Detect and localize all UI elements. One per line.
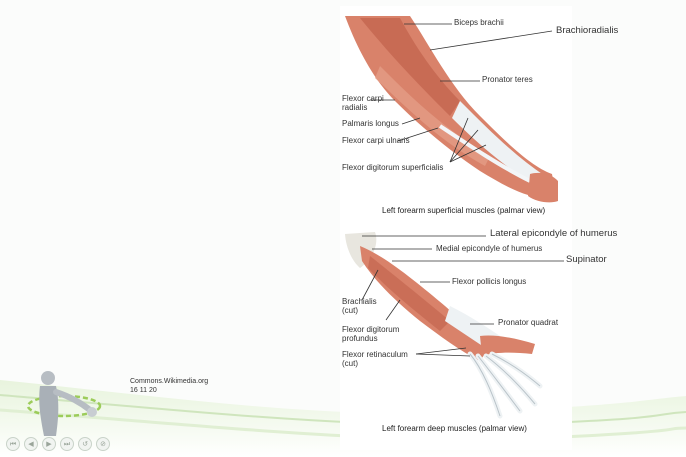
mascot-figure-icon (26, 371, 102, 436)
source-credit: Commons.Wikimedia.org 16 11 20 (130, 377, 208, 396)
caption-superficial: Left forearm superficial muscles (palmar… (382, 206, 546, 215)
label-flexor-digitorum-profundus: Flexor digitorum profundus (342, 325, 400, 343)
label-supinator: Supinator (566, 254, 607, 265)
label-brachialis: Brachialis (cut) (342, 297, 377, 315)
nav-first-button[interactable]: ⏮ (6, 437, 20, 451)
superficial-forearm-art (345, 16, 558, 203)
nav-last-button[interactable]: ⏭ (60, 437, 74, 451)
nav-prev-button[interactable]: ◀ (24, 437, 38, 451)
nav-next-button[interactable]: ▶ (42, 437, 56, 451)
label-medial-epicondyle: Medial epicondyle of humerus (436, 244, 543, 253)
credit-date: 16 11 20 (130, 387, 157, 395)
label-flexor-retinaculum: Flexor retinaculum (cut) (342, 350, 408, 368)
label-lateral-epicondyle: Lateral epicondyle of humerus (490, 228, 618, 239)
label-brachioradialis: Brachioradialis (556, 25, 619, 36)
label-palmaris-longus: Palmaris longus (342, 119, 399, 128)
slide-nav-bar: ⏮ ◀ ▶ ⏭ ↺ ⊘ (6, 437, 110, 451)
label-flexor-pollicis-longus: Flexor pollicis longus (452, 277, 527, 286)
credit-source: Commons.Wikimedia.org (130, 378, 209, 385)
label-flexor-digitorum-superficialis: Flexor digitorum superficialis (342, 163, 444, 172)
anatomy-figure: Biceps brachii Brachioradialis Pronator … (340, 6, 618, 450)
nav-close-button[interactable]: ⊘ (96, 437, 110, 451)
label-flexor-carpi-radialis: Flexor carpi radialis (342, 94, 384, 112)
label-pronator-teres: Pronator teres (482, 75, 533, 84)
caption-deep: Left forearm deep muscles (palmar view) (382, 424, 527, 433)
nav-replay-button[interactable]: ↺ (78, 437, 92, 451)
forearm-illustrations (345, 16, 558, 419)
label-flexor-carpi-ulnaris: Flexor carpi ulnaris (342, 136, 410, 145)
deep-forearm-art (345, 232, 543, 419)
label-pronator-quadratus: Pronator quadrat (498, 318, 559, 327)
label-biceps-brachii: Biceps brachii (454, 18, 504, 27)
